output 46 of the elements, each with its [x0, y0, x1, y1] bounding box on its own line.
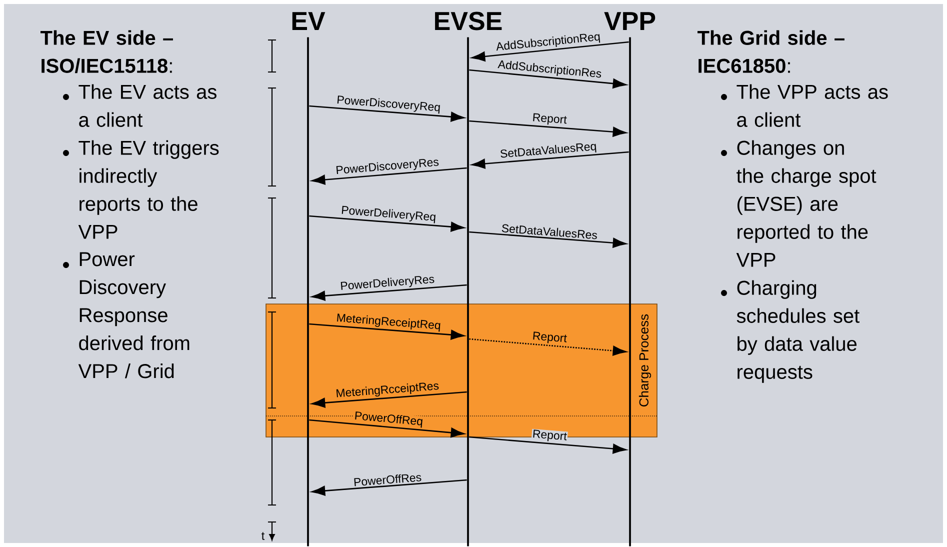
side-heading: The EV side – ISO/IEC15118:: [40, 30, 173, 74]
message-label: MeteringRcceiptRes: [334, 380, 440, 400]
message-arrow: [472, 41, 629, 62]
message-arrow: [469, 338, 626, 356]
message-arrow: [312, 167, 467, 185]
message-arrow: [309, 105, 464, 122]
message-label: PowerDiscoveryReq: [336, 94, 442, 114]
message-label: AddSubscriptionReq: [494, 31, 602, 54]
message-arrow: [469, 120, 626, 137]
message-label: PowerDiscoveryRes: [334, 156, 440, 178]
bullet-item: The EV acts as a client: [63, 84, 216, 127]
message-arrow: [472, 151, 629, 169]
bullet-item: The VPP acts as a client: [721, 84, 888, 127]
lifeline: [307, 37, 309, 546]
bullet-item: The EV triggers indirectly reports to the VPP: [63, 140, 219, 239]
bullet-item: Charging schedules set by data value requests: [721, 280, 860, 383]
message-label: Report: [531, 112, 568, 127]
message-label: PowerOffReq: [353, 410, 424, 429]
message-arrow: [309, 419, 464, 438]
message-label: SetDataValuesRes: [500, 223, 599, 240]
message-arrow: [312, 391, 467, 408]
lifeline-heading: EV: [292, 12, 326, 30]
message-label: PowerDeliveryReq: [340, 204, 438, 224]
message-arrow: [469, 436, 626, 454]
lifeline-heading: VPP: [604, 12, 656, 30]
message-arrow: [312, 284, 467, 301]
message-label: Report: [531, 428, 568, 444]
phase-label: Charge Process: [638, 314, 652, 406]
axis-label: t: [262, 532, 265, 540]
bullet-item: Changes on the charge spot (EVSE) are reported to the VPP: [721, 140, 876, 267]
message-arrow: [312, 479, 467, 496]
message-label: PowerOffRes: [352, 472, 423, 488]
bullet-item: Power Discovery Response derived from VPP / Grid: [63, 252, 190, 378]
message-arrow: [469, 69, 626, 88]
message-label: PowerDeliveryRes: [339, 274, 436, 294]
message-label: MeteringReceiptReq: [335, 312, 442, 332]
message-arrow: [469, 231, 626, 248]
message-arrow: [309, 323, 464, 340]
message-label: Report: [531, 330, 568, 346]
message-label: AddSubscriptionRes: [496, 58, 603, 81]
side-heading: The Grid side – IEC61850:: [698, 30, 844, 73]
lifeline: [629, 37, 631, 546]
message-label: SetDataValuesReq: [498, 140, 598, 161]
lifeline-heading: EVSE: [435, 12, 502, 30]
lifeline: [467, 37, 469, 546]
message-arrow: [309, 215, 464, 232]
